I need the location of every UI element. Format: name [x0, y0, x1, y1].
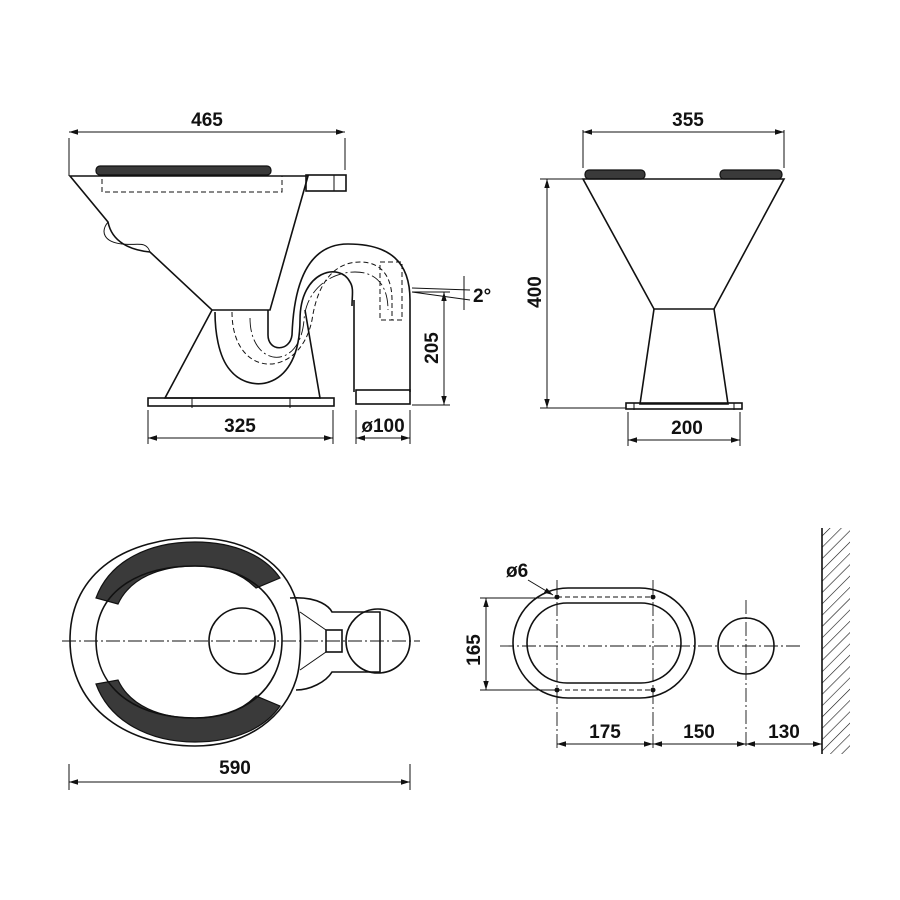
side-view: 465 325 ø100 205 2°	[68, 110, 491, 444]
top-neck	[299, 611, 327, 671]
dim-footprint-height: 165	[464, 634, 485, 666]
dim-front-height: 400	[525, 276, 546, 308]
dim-outlet-diameter: ø100	[361, 416, 404, 437]
dim-base-width: 325	[224, 416, 256, 437]
front-view: 355 400 200	[525, 110, 786, 446]
dim-front-width: 355	[672, 110, 704, 131]
dim-footprint-length: 175	[589, 722, 621, 743]
dim-outlet-spacing: 150	[683, 722, 715, 743]
top-inner-bowl	[95, 565, 283, 719]
side-base-plate	[147, 397, 335, 407]
outlet-collar	[355, 389, 411, 405]
dim-hole-diameter: ø6	[506, 561, 528, 582]
top-seat-lower	[95, 679, 281, 743]
side-rim-hidden	[101, 175, 283, 193]
footprint-view: ø6 165 175 150 130	[464, 528, 850, 754]
inlet-spud	[305, 174, 347, 192]
top-view: 590	[62, 537, 420, 790]
side-seat	[95, 165, 272, 176]
dim-top-length: 590	[219, 758, 251, 779]
trap-hidden-box	[379, 261, 403, 321]
trap-hidden	[231, 261, 393, 365]
side-pedestal	[163, 309, 321, 399]
dim-front-base: 200	[671, 418, 703, 439]
dim-side-width: 465	[191, 110, 223, 131]
footprint-inner	[526, 602, 682, 684]
front-base-plate	[625, 402, 743, 410]
front-seat-left	[584, 169, 646, 180]
front-seat-right	[719, 169, 783, 180]
s-trap	[214, 243, 411, 392]
dim-outlet-height: 205	[422, 332, 443, 364]
trap-centerline	[249, 271, 389, 358]
top-seat-upper	[95, 541, 281, 605]
side-bowl	[68, 175, 310, 311]
side-bowl-curve	[103, 221, 151, 253]
front-pedestal	[639, 308, 729, 405]
footprint-outer	[512, 587, 696, 699]
top-outlet-arm	[289, 597, 381, 691]
front-bowl	[581, 178, 786, 310]
top-drain-hole	[208, 607, 276, 675]
wall-hatch	[822, 528, 850, 754]
dim-wall-distance: 130	[768, 722, 800, 743]
dim-angle: 2°	[473, 286, 491, 307]
